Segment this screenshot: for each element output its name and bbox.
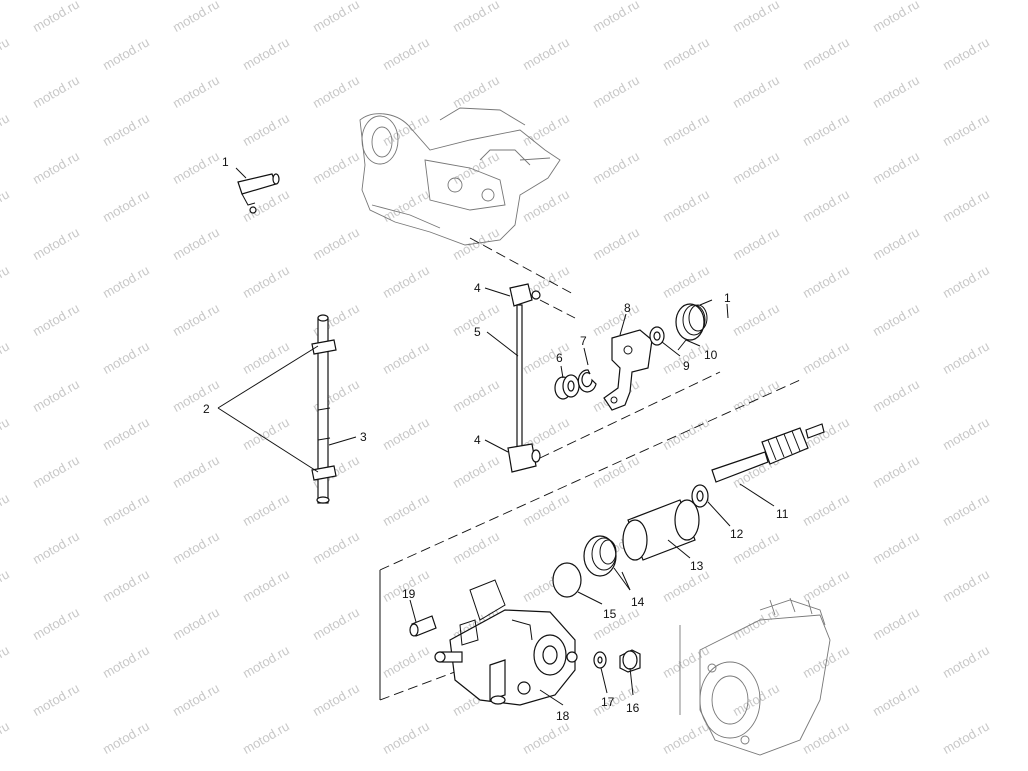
callout-5: 5 <box>474 325 481 339</box>
callout-1-right: 1 <box>724 291 731 305</box>
part-14-spring <box>583 535 617 577</box>
callout-3: 3 <box>360 430 367 444</box>
callout-9: 9 <box>683 359 690 373</box>
housing-centerline <box>469 237 576 296</box>
callout-14: 14 <box>631 595 645 609</box>
bracket-dashed-outline-lower <box>379 669 461 701</box>
callout-17: 17 <box>601 695 615 709</box>
callout-10: 10 <box>704 348 718 362</box>
callout-4-lower: 4 <box>474 433 481 447</box>
part-3-shaft <box>311 314 337 504</box>
callout-7: 7 <box>580 334 587 348</box>
part-8-lever <box>603 329 653 411</box>
part-15-o-ring <box>552 562 582 598</box>
callout-13: 13 <box>690 559 704 573</box>
callout-12: 12 <box>730 527 744 541</box>
callout-11: 11 <box>776 507 789 521</box>
callout-6: 6 <box>556 351 563 365</box>
callout-labels: 1 2 3 4 4 5 6 7 8 9 10 1 11 12 13 14 15 … <box>203 155 789 723</box>
part-13-sleeve <box>622 499 700 561</box>
part-9-washer <box>649 326 665 346</box>
part-11-pinion-shaft <box>711 423 825 483</box>
crankcase-outline <box>679 597 831 756</box>
engine-housing-outline <box>359 107 561 246</box>
part-6-bearing <box>554 374 580 400</box>
callout-15: 15 <box>603 607 617 621</box>
callout-16: 16 <box>626 701 640 715</box>
part-10-spring <box>675 299 713 351</box>
assembly-centerline-upper <box>539 371 721 459</box>
part-12-washer <box>691 484 709 508</box>
part-19-bolt <box>409 615 437 637</box>
rod-centerline <box>539 299 576 319</box>
part-1-pin <box>237 173 280 214</box>
part-17-washer <box>593 651 607 669</box>
callout-19: 19 <box>402 587 416 601</box>
part-18-pump-body <box>434 579 578 706</box>
callout-1: 1 <box>222 155 229 169</box>
callout-8: 8 <box>624 301 631 315</box>
leader-lines <box>217 167 775 706</box>
part-16-plug <box>619 649 641 673</box>
callout-2: 2 <box>203 402 210 416</box>
part-7-clip <box>577 369 597 393</box>
callout-4-upper: 4 <box>474 281 481 295</box>
callout-18: 18 <box>556 709 570 723</box>
bracket-dashed-outline <box>379 379 801 571</box>
part-5-link-rod <box>507 283 541 473</box>
